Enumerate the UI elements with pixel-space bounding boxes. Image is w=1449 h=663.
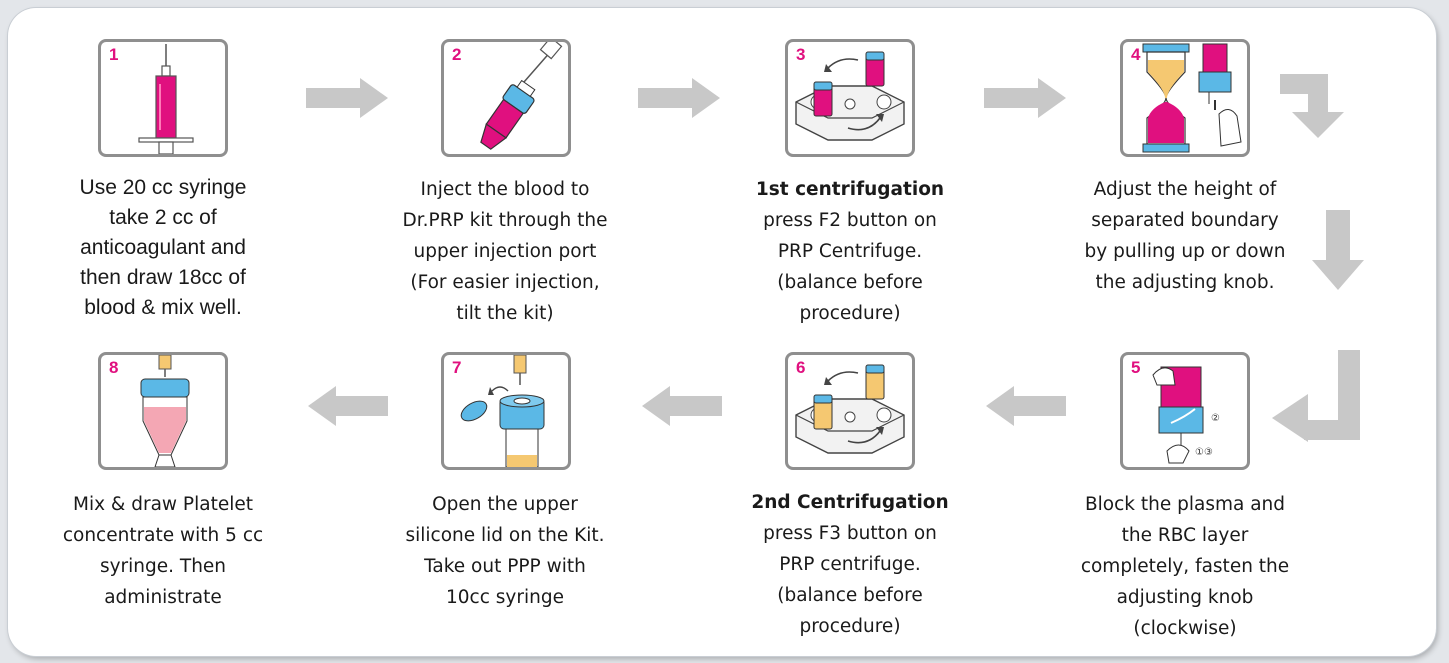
step-3-number: 3 xyxy=(796,45,806,64)
step-6-number: 6 xyxy=(796,358,806,377)
step-7-icon-box: 7 xyxy=(441,352,571,470)
step-8-icon-box: 8 xyxy=(98,352,228,470)
arrow-right-icon xyxy=(984,78,1066,118)
svg-text:②: ② xyxy=(1211,413,1220,424)
step-1-number: 1 xyxy=(109,45,119,64)
step-5-number: 5 xyxy=(1131,358,1141,377)
step-2-icon-box: 2 xyxy=(441,39,571,157)
step-5-description: Block the plasma and the RBC layer compl… xyxy=(1080,494,1290,639)
arrow-right-icon xyxy=(306,78,388,118)
step-6-icon-box: 6 xyxy=(785,352,915,470)
step-7-text: Open the upper silicone lid on the Kit. … xyxy=(375,489,635,613)
step-1-description: Use 20 cc syringe take 2 cc of anticoagu… xyxy=(79,176,247,319)
fasten-knob-icon: ② ①③ xyxy=(1152,366,1220,464)
step-4-description: Adjust the height of separated boundary … xyxy=(1084,179,1286,293)
step-4-text: Adjust the height of separated boundary … xyxy=(1055,174,1315,298)
draw-platelet-icon xyxy=(140,355,190,467)
arrow-right-icon xyxy=(638,78,720,118)
step-1-text: Use 20 cc syringe take 2 cc of anticoagu… xyxy=(33,173,293,323)
step-8-text: Mix & draw Platelet concentrate with 5 c… xyxy=(33,489,293,613)
step-1-icon-box: 1 xyxy=(98,39,228,157)
arrow-turn-down-icon xyxy=(1280,74,1344,138)
arrow-down-icon xyxy=(1312,210,1364,290)
svg-text:①③: ①③ xyxy=(1195,447,1213,458)
step-7-number: 7 xyxy=(452,358,462,377)
step-3-description: press F2 button on PRP Centrifuge. (bala… xyxy=(763,210,937,324)
step-2-description: Inject the blood to Dr.PRP kit through t… xyxy=(402,179,608,324)
arrow-left-icon xyxy=(642,386,722,426)
step-3-title: 1st centrifugation xyxy=(755,179,945,200)
centrifuge-icon xyxy=(795,364,905,454)
step-4-number: 4 xyxy=(1131,45,1141,64)
step-7-description: Open the upper silicone lid on the Kit. … xyxy=(405,494,605,608)
arrow-left-icon xyxy=(308,386,388,426)
arrow-left-icon xyxy=(986,386,1066,426)
step-6-description: press F3 button on PRP centrifuge. (bala… xyxy=(763,523,937,637)
step-5-text: Block the plasma and the RBC layer compl… xyxy=(1055,489,1315,644)
kit-injection-icon xyxy=(480,42,563,150)
centrifuge-icon xyxy=(795,51,905,141)
step-6-text: 2nd Centrifugation press F3 button on PR… xyxy=(720,487,980,642)
step-2-text: Inject the blood to Dr.PRP kit through t… xyxy=(375,174,635,329)
arrow-turn-left-icon xyxy=(1272,350,1360,442)
syringe-icon xyxy=(138,44,194,154)
step-2-number: 2 xyxy=(452,45,462,64)
step-5-icon-box: 5 ② ①③ xyxy=(1120,352,1250,470)
adjusting-knob-icon xyxy=(1142,43,1242,153)
step-8-description: Mix & draw Platelet concentrate with 5 c… xyxy=(62,494,264,608)
open-lid-icon xyxy=(460,355,545,467)
step-8-number: 8 xyxy=(109,358,119,377)
step-3-text: 1st centrifugation press F2 button on PR… xyxy=(720,174,980,329)
process-panel: 1 Use 20 cc syringe take 2 cc of anticoa… xyxy=(8,8,1436,656)
step-3-icon-box: 3 xyxy=(785,39,915,157)
step-6-title: 2nd Centrifugation xyxy=(751,492,949,513)
step-4-icon-box: 4 xyxy=(1120,39,1250,157)
